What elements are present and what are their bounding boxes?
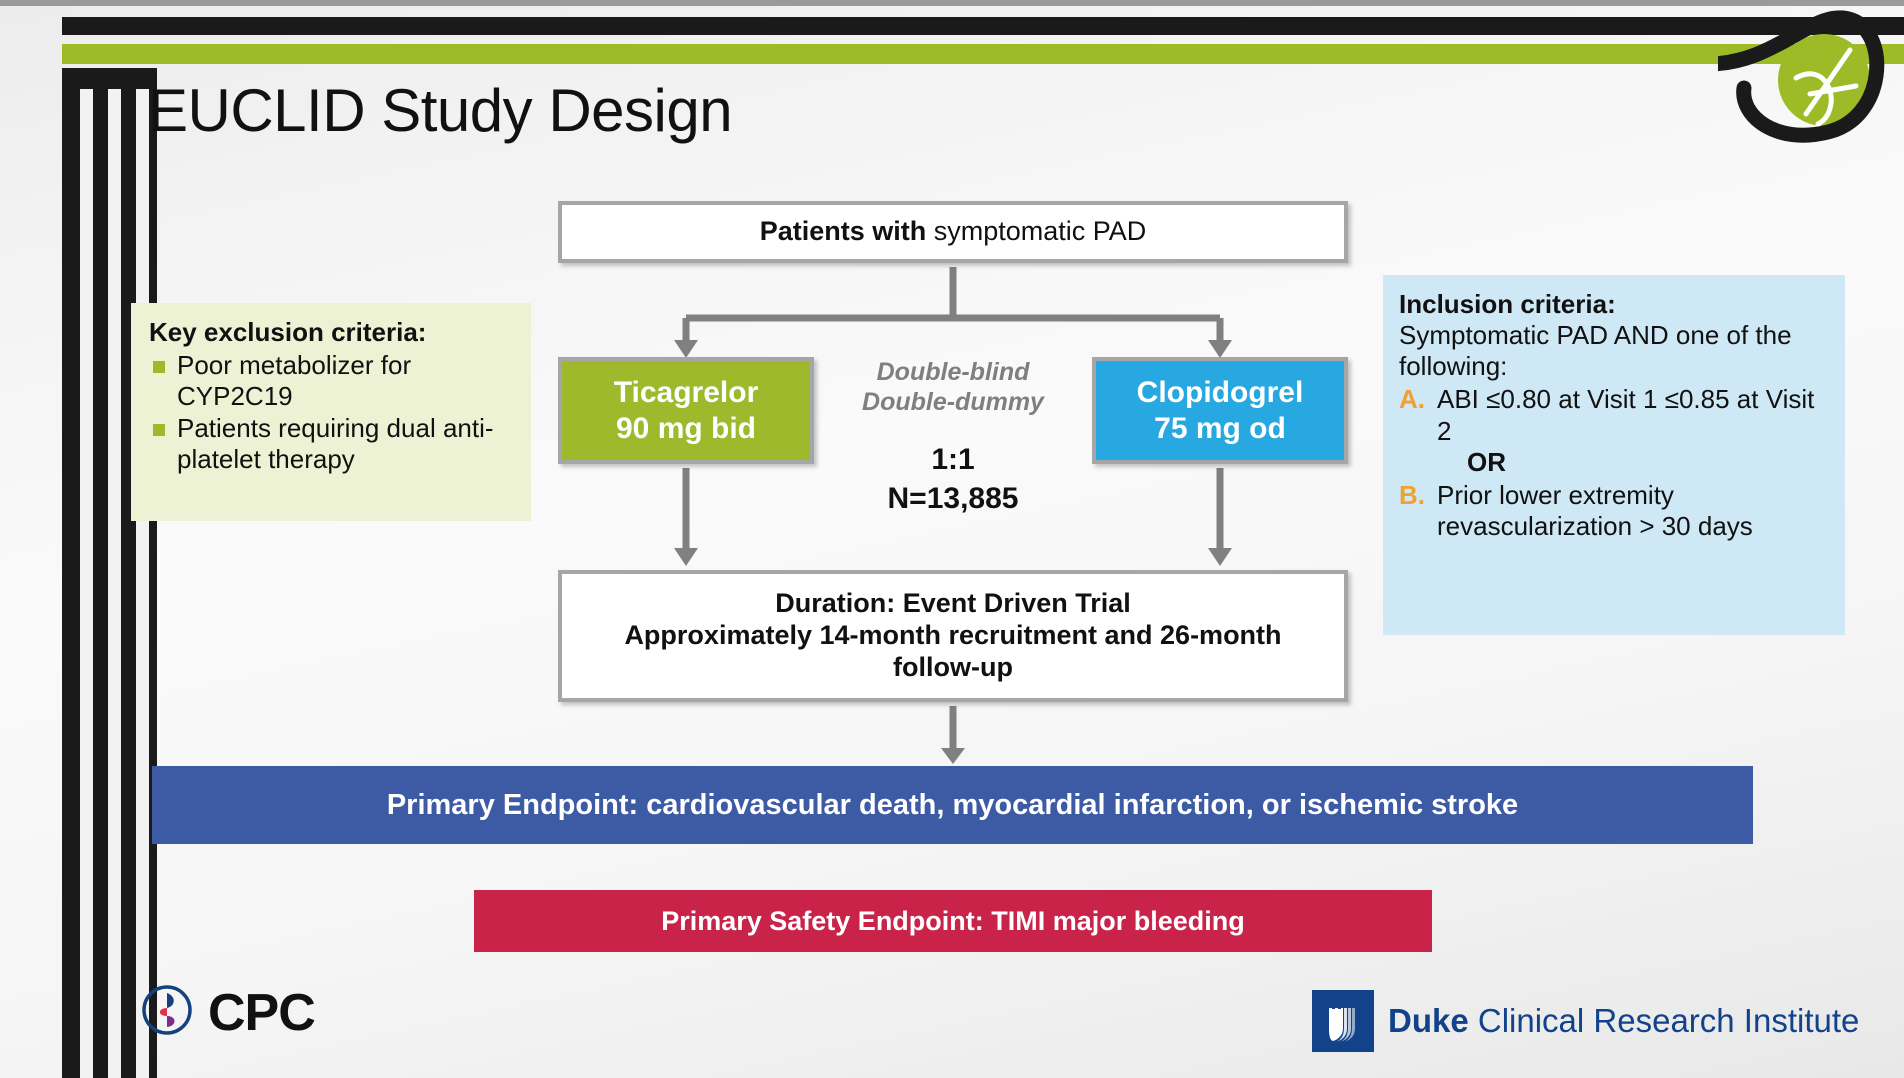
duke-shield-icon: [1312, 990, 1374, 1052]
inclusion-or-connector: OR: [1467, 446, 1506, 477]
square-bullet-icon: [153, 361, 165, 373]
ticagrelor-drug-name: Ticagrelor: [613, 376, 759, 410]
blinding-annotation: Double-blind Double-dummy: [838, 357, 1068, 417]
page-title: EUCLID Study Design: [148, 77, 733, 144]
duke-wordmark-rest: Clinical Research Institute: [1468, 1002, 1860, 1039]
cpc-wordmark: CPC: [208, 983, 316, 1042]
inclusion-list-item-b: B. Prior lower extremity revascularizati…: [1399, 480, 1833, 542]
duration-box: Duration: Event Driven Trial Approximate…: [558, 570, 1348, 702]
duke-wordmark-bold: Duke: [1388, 1002, 1469, 1039]
left-bar-gap-3: [136, 89, 149, 1078]
exclusion-list-item: Patients requiring dual anti-platelet th…: [149, 413, 515, 474]
inclusion-criteria-panel: Inclusion criteria: Symptomatic PAD AND …: [1383, 275, 1845, 635]
cpc-logo: CPC: [140, 983, 316, 1042]
randomization-annotation: 1:1 N=13,885: [838, 440, 1068, 518]
inclusion-subtitle: Symptomatic PAD AND one of the following…: [1399, 320, 1792, 382]
inclusion-letter-a: A.: [1399, 384, 1425, 415]
left-bar-gap-2: [108, 89, 121, 1078]
duke-wordmark: Duke Clinical Research Institute: [1388, 1002, 1859, 1040]
duration-line-1: Duration: Event Driven Trial: [775, 588, 1131, 619]
blinding-line-1: Double-blind: [876, 358, 1030, 386]
exclusion-heading: Key exclusion criteria:: [149, 317, 427, 347]
inclusion-item-b-text: Prior lower extremity revascularization …: [1437, 479, 1753, 542]
inclusion-letter-b: B.: [1399, 479, 1425, 510]
clopidogrel-dose: 75 mg od: [1154, 411, 1286, 445]
treatment-arm-clopidogrel: Clopidogrel 75 mg od: [1092, 357, 1348, 464]
duke-clinical-research-institute-logo: Duke Clinical Research Institute: [1312, 990, 1859, 1052]
inclusion-item-a-text: ABI ≤0.80 at Visit 1 ≤0.85 at Visit 2: [1437, 384, 1815, 446]
square-bullet-icon: [153, 424, 165, 437]
safety-endpoint-bar: Primary Safety Endpoint: TIMI major blee…: [474, 890, 1432, 952]
duration-line-2: Approximately 14-month recruitment and 2…: [624, 620, 1282, 682]
cpc-mark-icon: [140, 983, 194, 1042]
top-black-rule: [62, 17, 1904, 35]
primary-endpoint-bar: Primary Endpoint: cardiovascular death, …: [152, 766, 1753, 844]
sample-size: N=13,885: [887, 482, 1019, 515]
exclusion-criteria-panel: Key exclusion criteria: Poor metabolizer…: [131, 303, 531, 521]
left-bar-motif: [62, 68, 157, 1078]
exclusion-item-text: Patients requiring dual anti-platelet th…: [177, 413, 494, 475]
left-bar-gap-1: [80, 89, 93, 1078]
exclusion-item-text: Poor metabolizer for CYP2C19: [177, 350, 412, 411]
population-box: Patients with symptomatic PAD: [558, 201, 1348, 263]
top-green-rule: [62, 44, 1904, 64]
top-hairline-rule: [0, 0, 1904, 6]
randomization-ratio: 1:1: [931, 443, 975, 476]
inclusion-heading: Inclusion criteria:: [1399, 289, 1616, 319]
treatment-arm-ticagrelor: Ticagrelor 90 mg bid: [558, 357, 814, 464]
blinding-line-2: Double-dummy: [862, 388, 1044, 416]
exclusion-list-item: Poor metabolizer for CYP2C19: [149, 350, 515, 411]
euclid-swirl-logo: [1700, 8, 1894, 148]
population-lead: Patients with: [759, 216, 927, 247]
clopidogrel-drug-name: Clopidogrel: [1136, 376, 1304, 410]
population-rest: symptomatic PAD: [926, 216, 1147, 247]
ticagrelor-dose: 90 mg bid: [615, 411, 757, 445]
inclusion-list-item-a: A. ABI ≤0.80 at Visit 1 ≤0.85 at Visit 2: [1399, 384, 1833, 446]
